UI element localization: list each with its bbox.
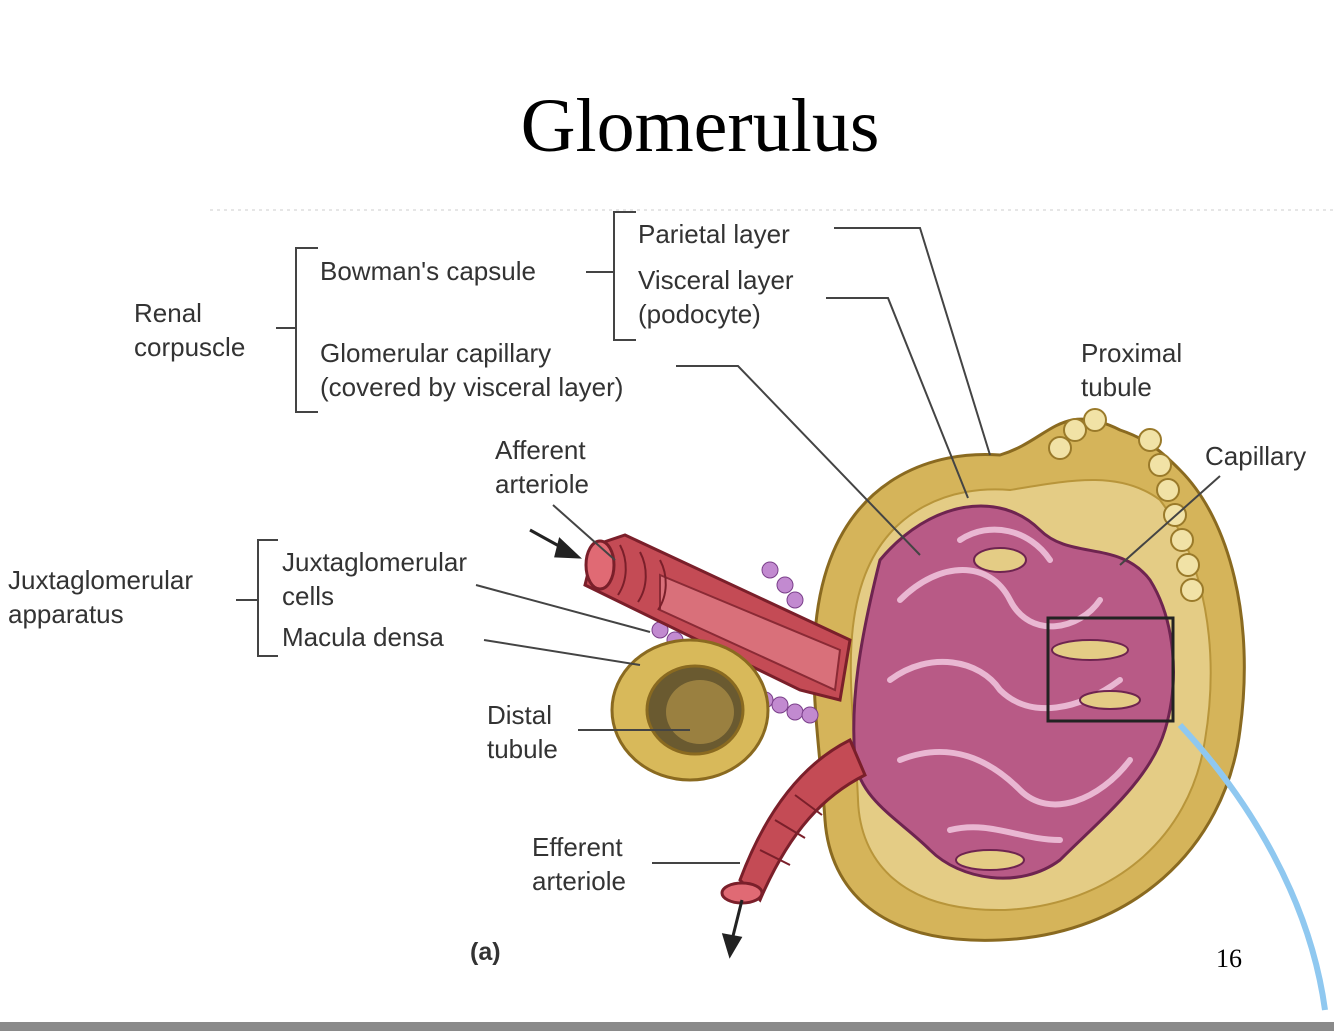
label-glomerular-capillary: Glomerular capillary(covered by visceral… (320, 338, 624, 402)
proximal-tubule-cells (1048, 408, 1204, 602)
label-parietal-layer: Parietal layer (638, 219, 790, 249)
figure-label: (a) (470, 938, 501, 966)
magnified-region-box (1046, 616, 1175, 723)
slide-title: Glomerulus (520, 84, 880, 168)
bottom-bar (0, 1022, 1334, 1031)
label-capillary: Capillary (1205, 441, 1307, 471)
page-number: 16 (1216, 944, 1242, 973)
flow-arrows (529, 528, 744, 959)
efferent-arteriole-shape (720, 737, 867, 905)
label-brackets (236, 211, 636, 657)
label-macula-densa: Macula densa (282, 622, 444, 652)
afferent-arteriole-shape (583, 533, 852, 702)
blue-callout-line (1177, 722, 1328, 1011)
leader-lines (475, 227, 1221, 864)
capillary-lumens (955, 547, 1141, 871)
distal-tubule-shape (610, 638, 770, 782)
label-bowmans-capsule: Bowman's capsule (320, 256, 536, 286)
label-visceral-layer: Visceral layer(podocyte) (638, 265, 794, 329)
